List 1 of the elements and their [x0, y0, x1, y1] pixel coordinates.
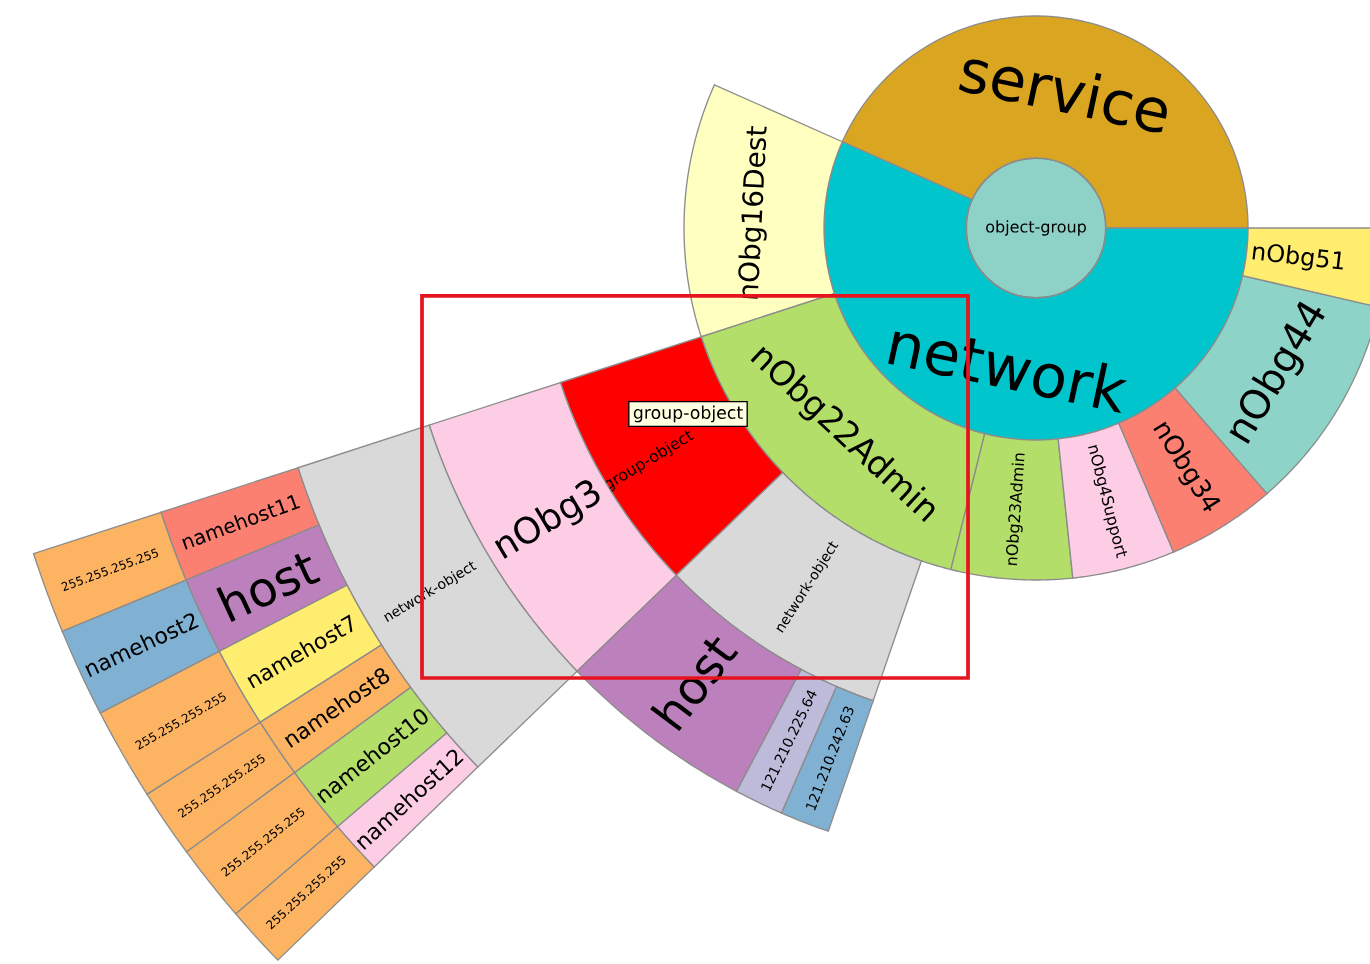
- tooltip: group-object: [628, 400, 748, 428]
